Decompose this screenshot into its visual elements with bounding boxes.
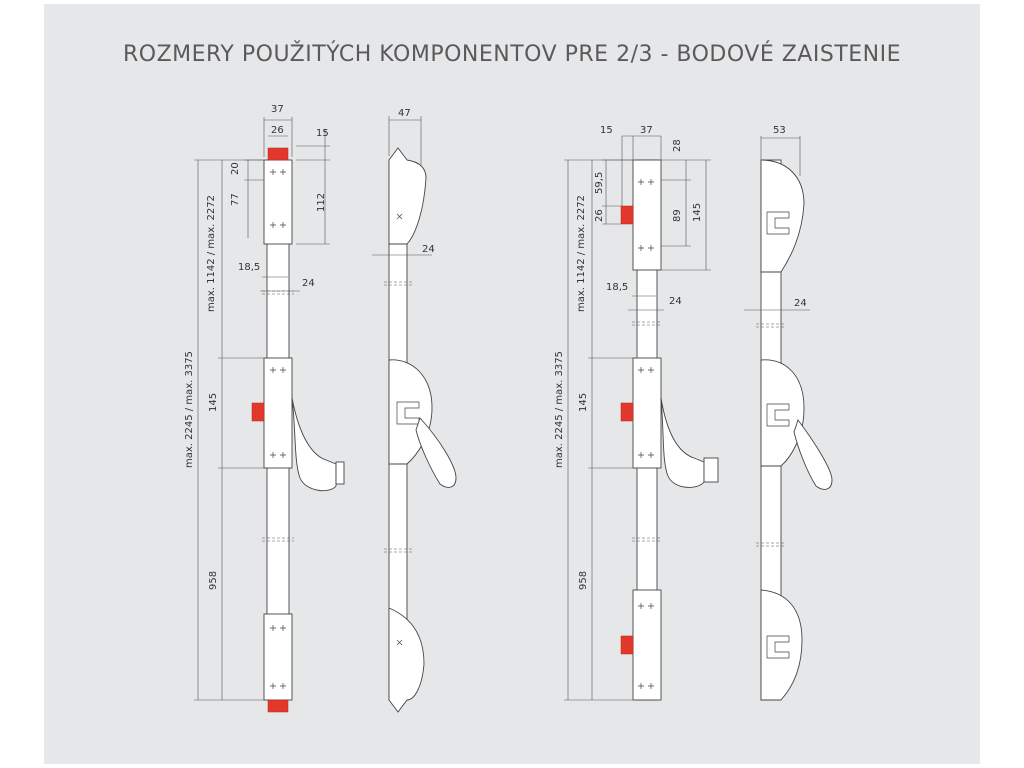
dim-left-24: 24 [302, 278, 315, 289]
left-front-lock-body [263, 357, 293, 469]
dim-right-145-top: 145 [692, 203, 703, 222]
right-side-handle [793, 419, 833, 490]
left-side-top-cam [388, 147, 427, 245]
drawing-panel [44, 4, 980, 764]
dim-right-18-5: 18,5 [606, 282, 628, 293]
right-front-view: 15 37 28 59,5 26 89 145 18,5 24 145 958 … [554, 125, 719, 701]
right-side-top-cam [760, 159, 805, 273]
dim-leftside-47: 47 [398, 108, 411, 119]
dim-right-958: 958 [578, 571, 589, 590]
right-front-handle-square [703, 457, 719, 483]
dim-right-15: 15 [600, 125, 613, 136]
dim-left-112: 112 [316, 193, 327, 212]
right-side-view: 53 24 [744, 125, 833, 701]
right-side-lock-body [760, 359, 805, 467]
left-front-view: 37 26 15 20 77 112 18,5 24 145 958 max. … [184, 104, 345, 713]
right-front-top-block [632, 159, 662, 271]
dim-right-89: 89 [672, 209, 683, 222]
page-title: ROZMERY POUŽITÝCH KOMPONENTOV PRE 2/3 - … [123, 42, 901, 67]
dim-leftside-24: 24 [422, 244, 435, 255]
left-front-handle [291, 397, 337, 492]
left-front-handle-square [335, 461, 345, 485]
dim-left-37: 37 [271, 104, 284, 115]
left-front-side-bolt [251, 402, 265, 422]
right-front-side-bolt [620, 402, 634, 422]
dim-left-77: 77 [230, 193, 241, 206]
dim-rightside-24: 24 [794, 298, 807, 309]
dim-right-145: 145 [578, 393, 589, 412]
dim-right-37: 37 [640, 125, 653, 136]
right-front-bottom-block [632, 589, 662, 701]
dim-right-59-5: 59,5 [594, 172, 605, 194]
left-front-bottom-bolt [267, 699, 289, 713]
dim-left-total: max. 2245 / max. 3375 [184, 351, 195, 468]
right-front-lock-body [632, 357, 662, 469]
right-front-handle [660, 397, 705, 488]
dim-rightside-53: 53 [773, 125, 786, 136]
right-side-bottom-cam [760, 589, 803, 701]
dim-right-total: max. 2245 / max. 3375 [554, 351, 565, 468]
dim-left-upper: max. 1142 / max. 2272 [206, 195, 217, 312]
left-side-handle [415, 417, 457, 488]
dim-right-26: 26 [594, 209, 605, 222]
left-front-top-bolt [267, 147, 289, 161]
left-front-top-block [263, 159, 293, 245]
dim-left-18-5: 18,5 [238, 262, 260, 273]
left-front-bottom-block [263, 613, 293, 701]
right-front-top-bolt [620, 205, 634, 225]
dim-left-15: 15 [316, 128, 329, 139]
dim-left-145: 145 [208, 393, 219, 412]
dim-left-20: 20 [230, 162, 241, 175]
right-front-bottom-bolt [620, 635, 634, 655]
dim-right-24: 24 [669, 296, 682, 307]
left-side-view: 47 24 [372, 108, 457, 713]
dim-left-958: 958 [208, 571, 219, 590]
dim-right-upper: max. 1142 / max. 2272 [576, 195, 587, 312]
left-side-bottom-cam [388, 607, 425, 713]
dim-left-26: 26 [271, 125, 284, 136]
dim-right-28: 28 [672, 139, 683, 152]
